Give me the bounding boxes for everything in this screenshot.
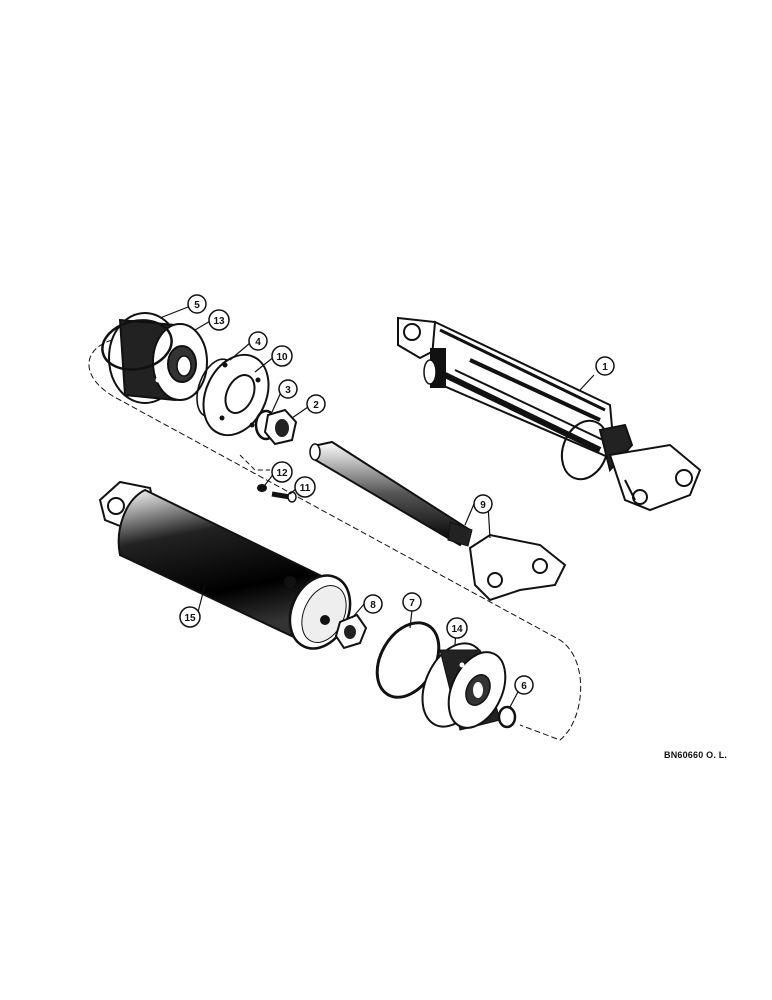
callout-9: 9 xyxy=(473,494,493,514)
callout-14: 14 xyxy=(446,617,468,639)
svg-text:2: 2 xyxy=(313,400,319,411)
svg-text:7: 7 xyxy=(409,598,415,609)
part-setscrew xyxy=(257,484,267,492)
svg-text:14: 14 xyxy=(451,624,463,635)
part-retainer-plate xyxy=(202,353,270,437)
callout-12: 12 xyxy=(271,461,293,483)
callout-6: 6 xyxy=(514,675,534,695)
part-fitting xyxy=(334,613,368,650)
callout-4: 4 xyxy=(248,331,268,351)
part-piston xyxy=(421,642,507,731)
svg-text:15: 15 xyxy=(184,613,196,624)
svg-text:8: 8 xyxy=(370,600,376,611)
svg-text:3: 3 xyxy=(285,385,291,396)
callout-10: 10 xyxy=(271,345,293,367)
part-o-ring-6 xyxy=(497,705,517,729)
svg-text:11: 11 xyxy=(300,483,311,494)
svg-text:4: 4 xyxy=(255,337,261,348)
svg-text:9: 9 xyxy=(480,500,486,511)
callout-11: 11 xyxy=(294,476,316,498)
part-capscrew xyxy=(271,491,297,503)
assembly-path-dashed xyxy=(88,339,582,741)
svg-text:5: 5 xyxy=(194,300,200,311)
callout-2: 2 xyxy=(306,394,326,414)
part-rod-nut xyxy=(263,408,298,446)
part-o-ring-5 xyxy=(101,319,173,371)
svg-text:10: 10 xyxy=(276,352,288,363)
drawing-id-label: BN60660 O. L. xyxy=(664,750,728,760)
callout-13: 13 xyxy=(208,309,230,331)
part-cylinder-barrel xyxy=(98,480,352,650)
part-piston-rod xyxy=(309,440,473,547)
callout-7: 7 xyxy=(402,592,422,612)
svg-text:1: 1 xyxy=(602,362,608,373)
callout-3: 3 xyxy=(278,379,298,399)
part-cylinder-assembly xyxy=(397,316,702,512)
callout-15: 15 xyxy=(179,606,201,628)
svg-text:13: 13 xyxy=(213,316,225,327)
callout-5: 5 xyxy=(187,294,207,314)
part-head-gland xyxy=(108,312,208,404)
svg-text:6: 6 xyxy=(521,681,527,692)
callout-1: 1 xyxy=(595,356,615,376)
callout-8: 8 xyxy=(363,594,383,614)
part-rod-clevis xyxy=(468,533,567,602)
svg-text:12: 12 xyxy=(276,468,288,479)
